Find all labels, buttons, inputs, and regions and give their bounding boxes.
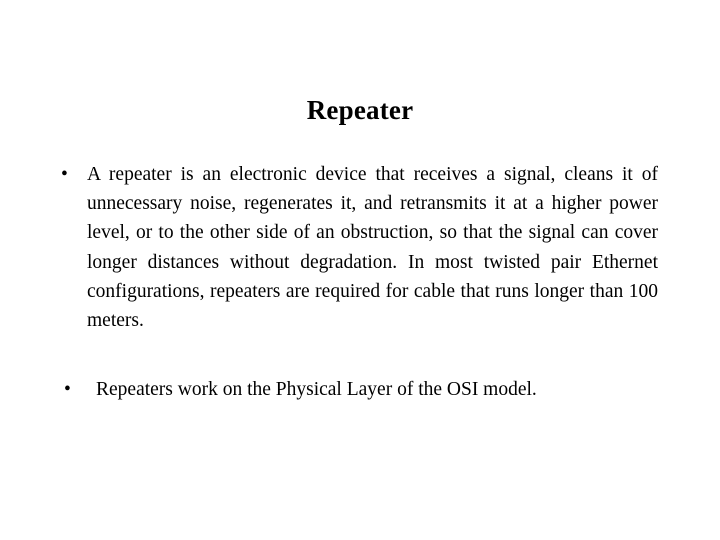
bullet-list-item: • A repeater is an electronic device tha…: [58, 160, 658, 335]
bullet-list-item: • Repeaters work on the Physical Layer o…: [58, 375, 658, 404]
bullet-item-text: Repeaters work on the Physical Layer of …: [96, 379, 537, 401]
slide-body-content: • A repeater is an electronic device tha…: [58, 160, 658, 404]
slide-title: Repeater: [306, 95, 414, 126]
bullet-point-icon: •: [64, 379, 71, 401]
bullet-item-text: A repeater is an electronic device that …: [87, 164, 658, 332]
bullet-point-icon: •: [61, 164, 68, 185]
